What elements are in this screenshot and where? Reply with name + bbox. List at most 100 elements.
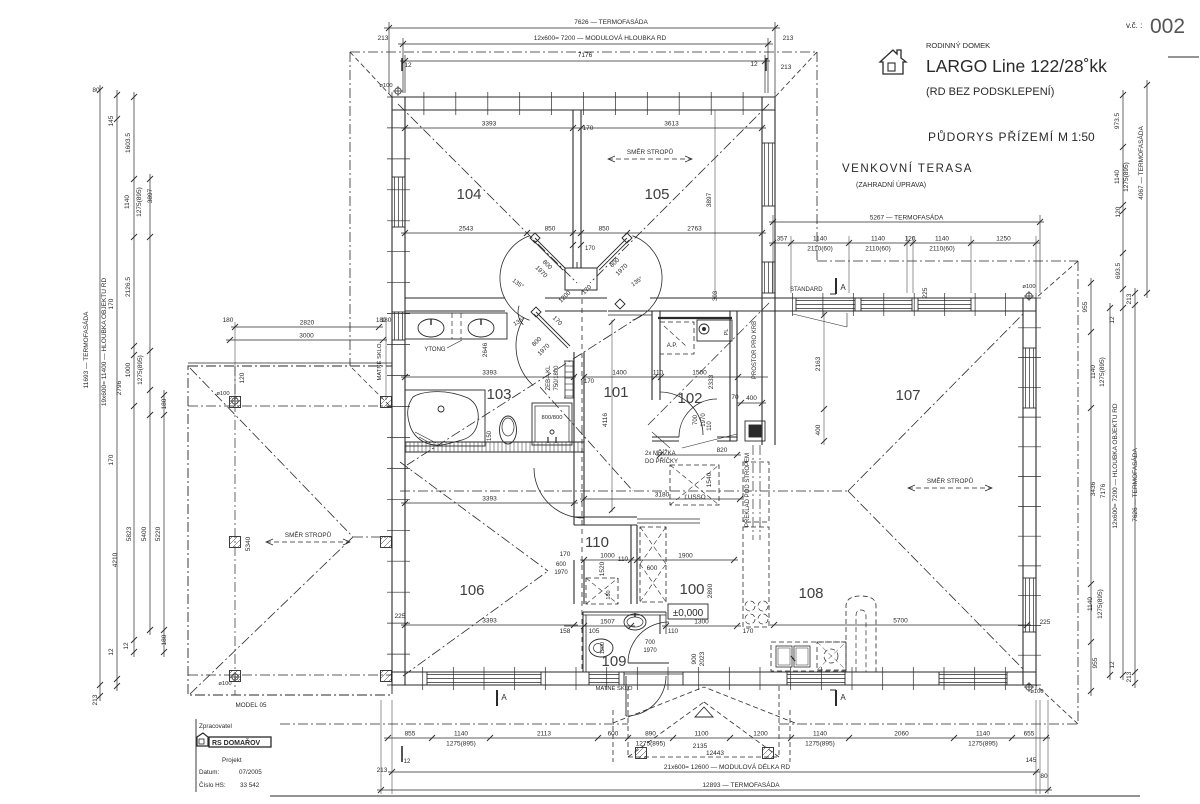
svg-text:158: 158 <box>560 628 571 635</box>
svg-text:225: 225 <box>1040 619 1051 626</box>
svg-text:ø100: ø100 <box>379 83 392 89</box>
svg-text:180: 180 <box>381 317 392 324</box>
svg-text:1000: 1000 <box>600 553 615 560</box>
svg-text:1140: 1140 <box>1087 597 1094 611</box>
svg-text:106: 106 <box>459 582 484 599</box>
svg-text:120: 120 <box>1115 206 1122 217</box>
svg-text:213: 213 <box>781 64 792 71</box>
svg-text:955: 955 <box>1092 657 1099 668</box>
svg-text:2333: 2333 <box>708 374 715 389</box>
svg-text:1100: 1100 <box>695 731 709 738</box>
svg-text:1275(895): 1275(895) <box>1097 589 1104 619</box>
svg-text:1140: 1140 <box>1090 365 1097 379</box>
svg-text:102: 102 <box>677 390 702 407</box>
svg-text:Zpracovatel: Zpracovatel <box>199 723 232 730</box>
svg-text:3393: 3393 <box>482 496 497 503</box>
svg-text:12: 12 <box>404 759 411 765</box>
svg-text:±0,000: ±0,000 <box>673 608 704 619</box>
svg-text:(ZAHRADNÍ ÚPRAVA): (ZAHRADNÍ ÚPRAVA) <box>856 180 926 189</box>
svg-text:100: 100 <box>679 581 704 598</box>
svg-text:33 542: 33 542 <box>240 782 260 789</box>
svg-text:RODINNÝ DOMEK: RODINNÝ DOMEK <box>926 41 990 50</box>
svg-text:2110(60): 2110(60) <box>865 246 891 253</box>
svg-text:135°: 135° <box>513 316 527 328</box>
svg-text:1507: 1507 <box>600 619 615 626</box>
svg-text:A: A <box>840 283 846 292</box>
svg-text:120: 120 <box>905 236 916 243</box>
svg-text:1300: 1300 <box>694 619 709 626</box>
svg-text:12: 12 <box>123 642 130 650</box>
svg-text:820: 820 <box>717 447 728 454</box>
svg-text:3000: 3000 <box>299 333 314 340</box>
svg-text:v.č. :: v.č. : <box>1126 21 1142 30</box>
svg-text:2126.5: 2126.5 <box>125 277 132 297</box>
svg-text:ø100: ø100 <box>1030 689 1043 695</box>
svg-text:5823: 5823 <box>126 526 133 541</box>
svg-text:2163: 2163 <box>815 356 822 371</box>
svg-text:1970: 1970 <box>701 413 707 427</box>
svg-text:1900: 1900 <box>678 553 693 560</box>
svg-text:110: 110 <box>668 628 679 635</box>
svg-text:7626 — TERMOFASÁDA: 7626 — TERMOFASÁDA <box>574 17 648 26</box>
svg-text:600: 600 <box>608 731 619 738</box>
svg-text:12x600= 7200 — HLOUBKA OBJE: 12x600= 7200 — HLOUBKA OBJEKTU RD <box>1112 403 1119 528</box>
svg-text:2820: 2820 <box>300 320 315 327</box>
svg-text:104: 104 <box>456 186 481 203</box>
svg-text:(RD BEZ PODSKLEPENÍ): (RD BEZ PODSKLEPENÍ) <box>926 85 1054 98</box>
svg-text:105: 105 <box>644 186 669 203</box>
svg-text:225: 225 <box>395 613 406 620</box>
svg-text:600: 600 <box>556 562 567 568</box>
svg-text:SMĚR STROPŮ: SMĚR STROPŮ <box>285 530 332 539</box>
svg-text:170: 170 <box>583 125 594 132</box>
svg-text:2135: 2135 <box>693 743 708 750</box>
svg-text:700: 700 <box>645 640 656 646</box>
svg-text:3897: 3897 <box>706 192 713 207</box>
svg-text:170: 170 <box>585 246 596 252</box>
svg-text:2543: 2543 <box>459 226 474 233</box>
svg-text:PROSTOR PRO KRB: PROSTOR PRO KRB <box>752 321 758 379</box>
svg-text:12x600= 7200 — MODULOVÁ HLO: 12x600= 7200 — MODULOVÁ HLOUBKA RD <box>534 33 667 42</box>
svg-text:Projekt: Projekt <box>222 757 242 764</box>
svg-text:213: 213 <box>92 694 99 705</box>
svg-text:303: 303 <box>713 290 719 301</box>
svg-text:1140: 1140 <box>871 236 885 243</box>
svg-text:890: 890 <box>645 731 656 738</box>
svg-text:1140: 1140 <box>124 195 131 209</box>
svg-text:1540: 1540 <box>706 472 713 487</box>
svg-text:YTONG: YTONG <box>424 347 446 353</box>
svg-text:ø100: ø100 <box>216 391 229 397</box>
svg-text:3393: 3393 <box>482 370 497 377</box>
svg-text:110: 110 <box>618 556 629 563</box>
svg-text:103: 103 <box>486 386 511 403</box>
svg-text:1603.5: 1603.5 <box>125 133 132 153</box>
svg-text:357: 357 <box>777 236 788 243</box>
svg-text:180: 180 <box>376 318 387 324</box>
svg-text:5220: 5220 <box>155 526 162 541</box>
svg-text:600: 600 <box>647 565 658 572</box>
svg-text:12443: 12443 <box>706 750 724 757</box>
svg-text:1200: 1200 <box>600 642 606 654</box>
svg-text:655: 655 <box>1024 731 1035 738</box>
svg-text:170: 170 <box>108 454 115 465</box>
svg-text:STANDARD: STANDARD <box>790 287 823 293</box>
svg-text:12: 12 <box>108 648 115 656</box>
svg-text:1520: 1520 <box>599 561 606 576</box>
svg-text:M 1:50: M 1:50 <box>1058 130 1095 144</box>
svg-text:225: 225 <box>922 287 929 298</box>
svg-text:955: 955 <box>1082 301 1089 312</box>
svg-text:110: 110 <box>585 534 609 551</box>
svg-text:850: 850 <box>599 226 610 233</box>
svg-text:750/1800: 750/1800 <box>554 365 560 391</box>
svg-text:1140: 1140 <box>1114 170 1121 184</box>
svg-text:5340: 5340 <box>245 536 252 551</box>
svg-text:1970: 1970 <box>643 648 657 654</box>
svg-text:LARGO Line 122/28˚kk: LARGO Line 122/28˚kk <box>926 56 1107 76</box>
svg-text:1250: 1250 <box>996 236 1011 243</box>
svg-text:2110(60): 2110(60) <box>929 246 955 253</box>
svg-text:105: 105 <box>589 628 600 635</box>
svg-text:1275(895): 1275(895) <box>636 741 666 748</box>
svg-text:1275(895): 1275(895) <box>137 355 144 385</box>
svg-text:2113: 2113 <box>537 731 551 738</box>
svg-text:145: 145 <box>1026 757 1037 764</box>
svg-text:110: 110 <box>707 421 713 431</box>
